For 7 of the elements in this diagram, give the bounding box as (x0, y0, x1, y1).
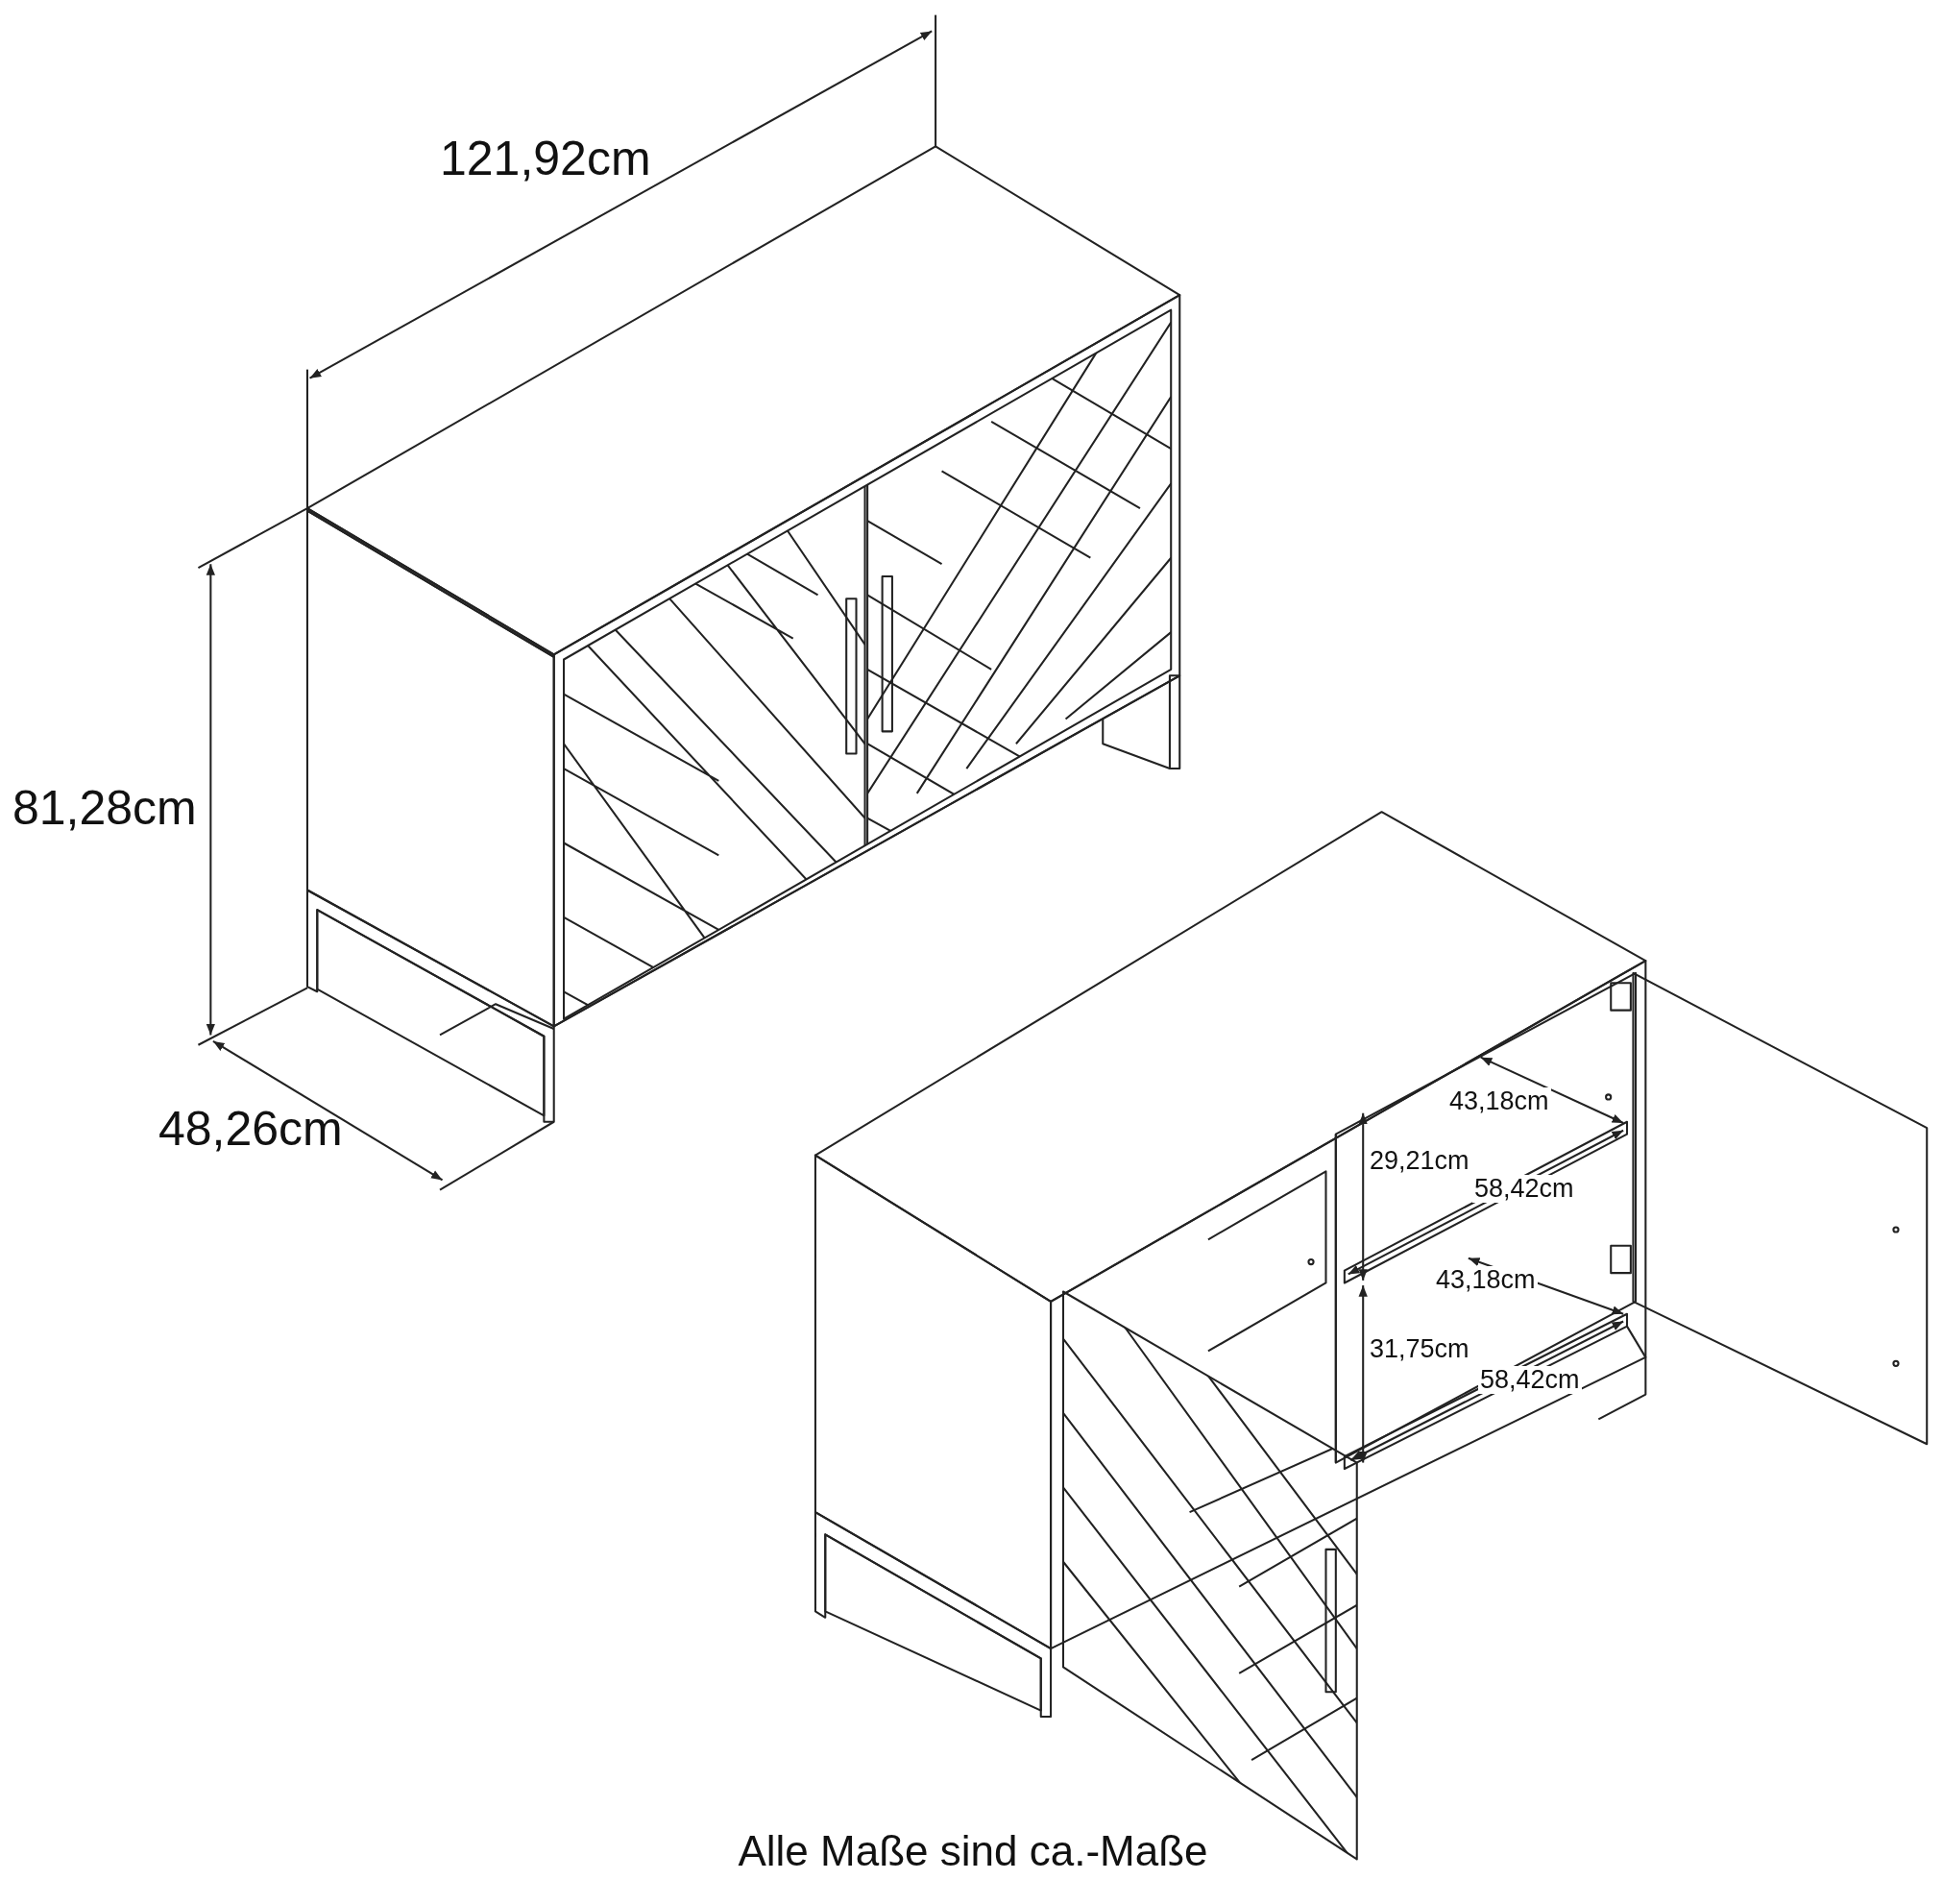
dimension-label: 121,92cm (440, 134, 651, 183)
dimension-label: 58,42cm (1478, 1366, 1582, 1394)
dimension-label: 43,18cm (1447, 1087, 1551, 1115)
dimension-label: 81,28cm (12, 784, 197, 832)
caption: Alle Maße sind ca.-Maße (738, 1830, 1208, 1872)
dimension-label: 48,26cm (158, 1105, 343, 1153)
dimension-label: 43,18cm (1434, 1266, 1538, 1294)
